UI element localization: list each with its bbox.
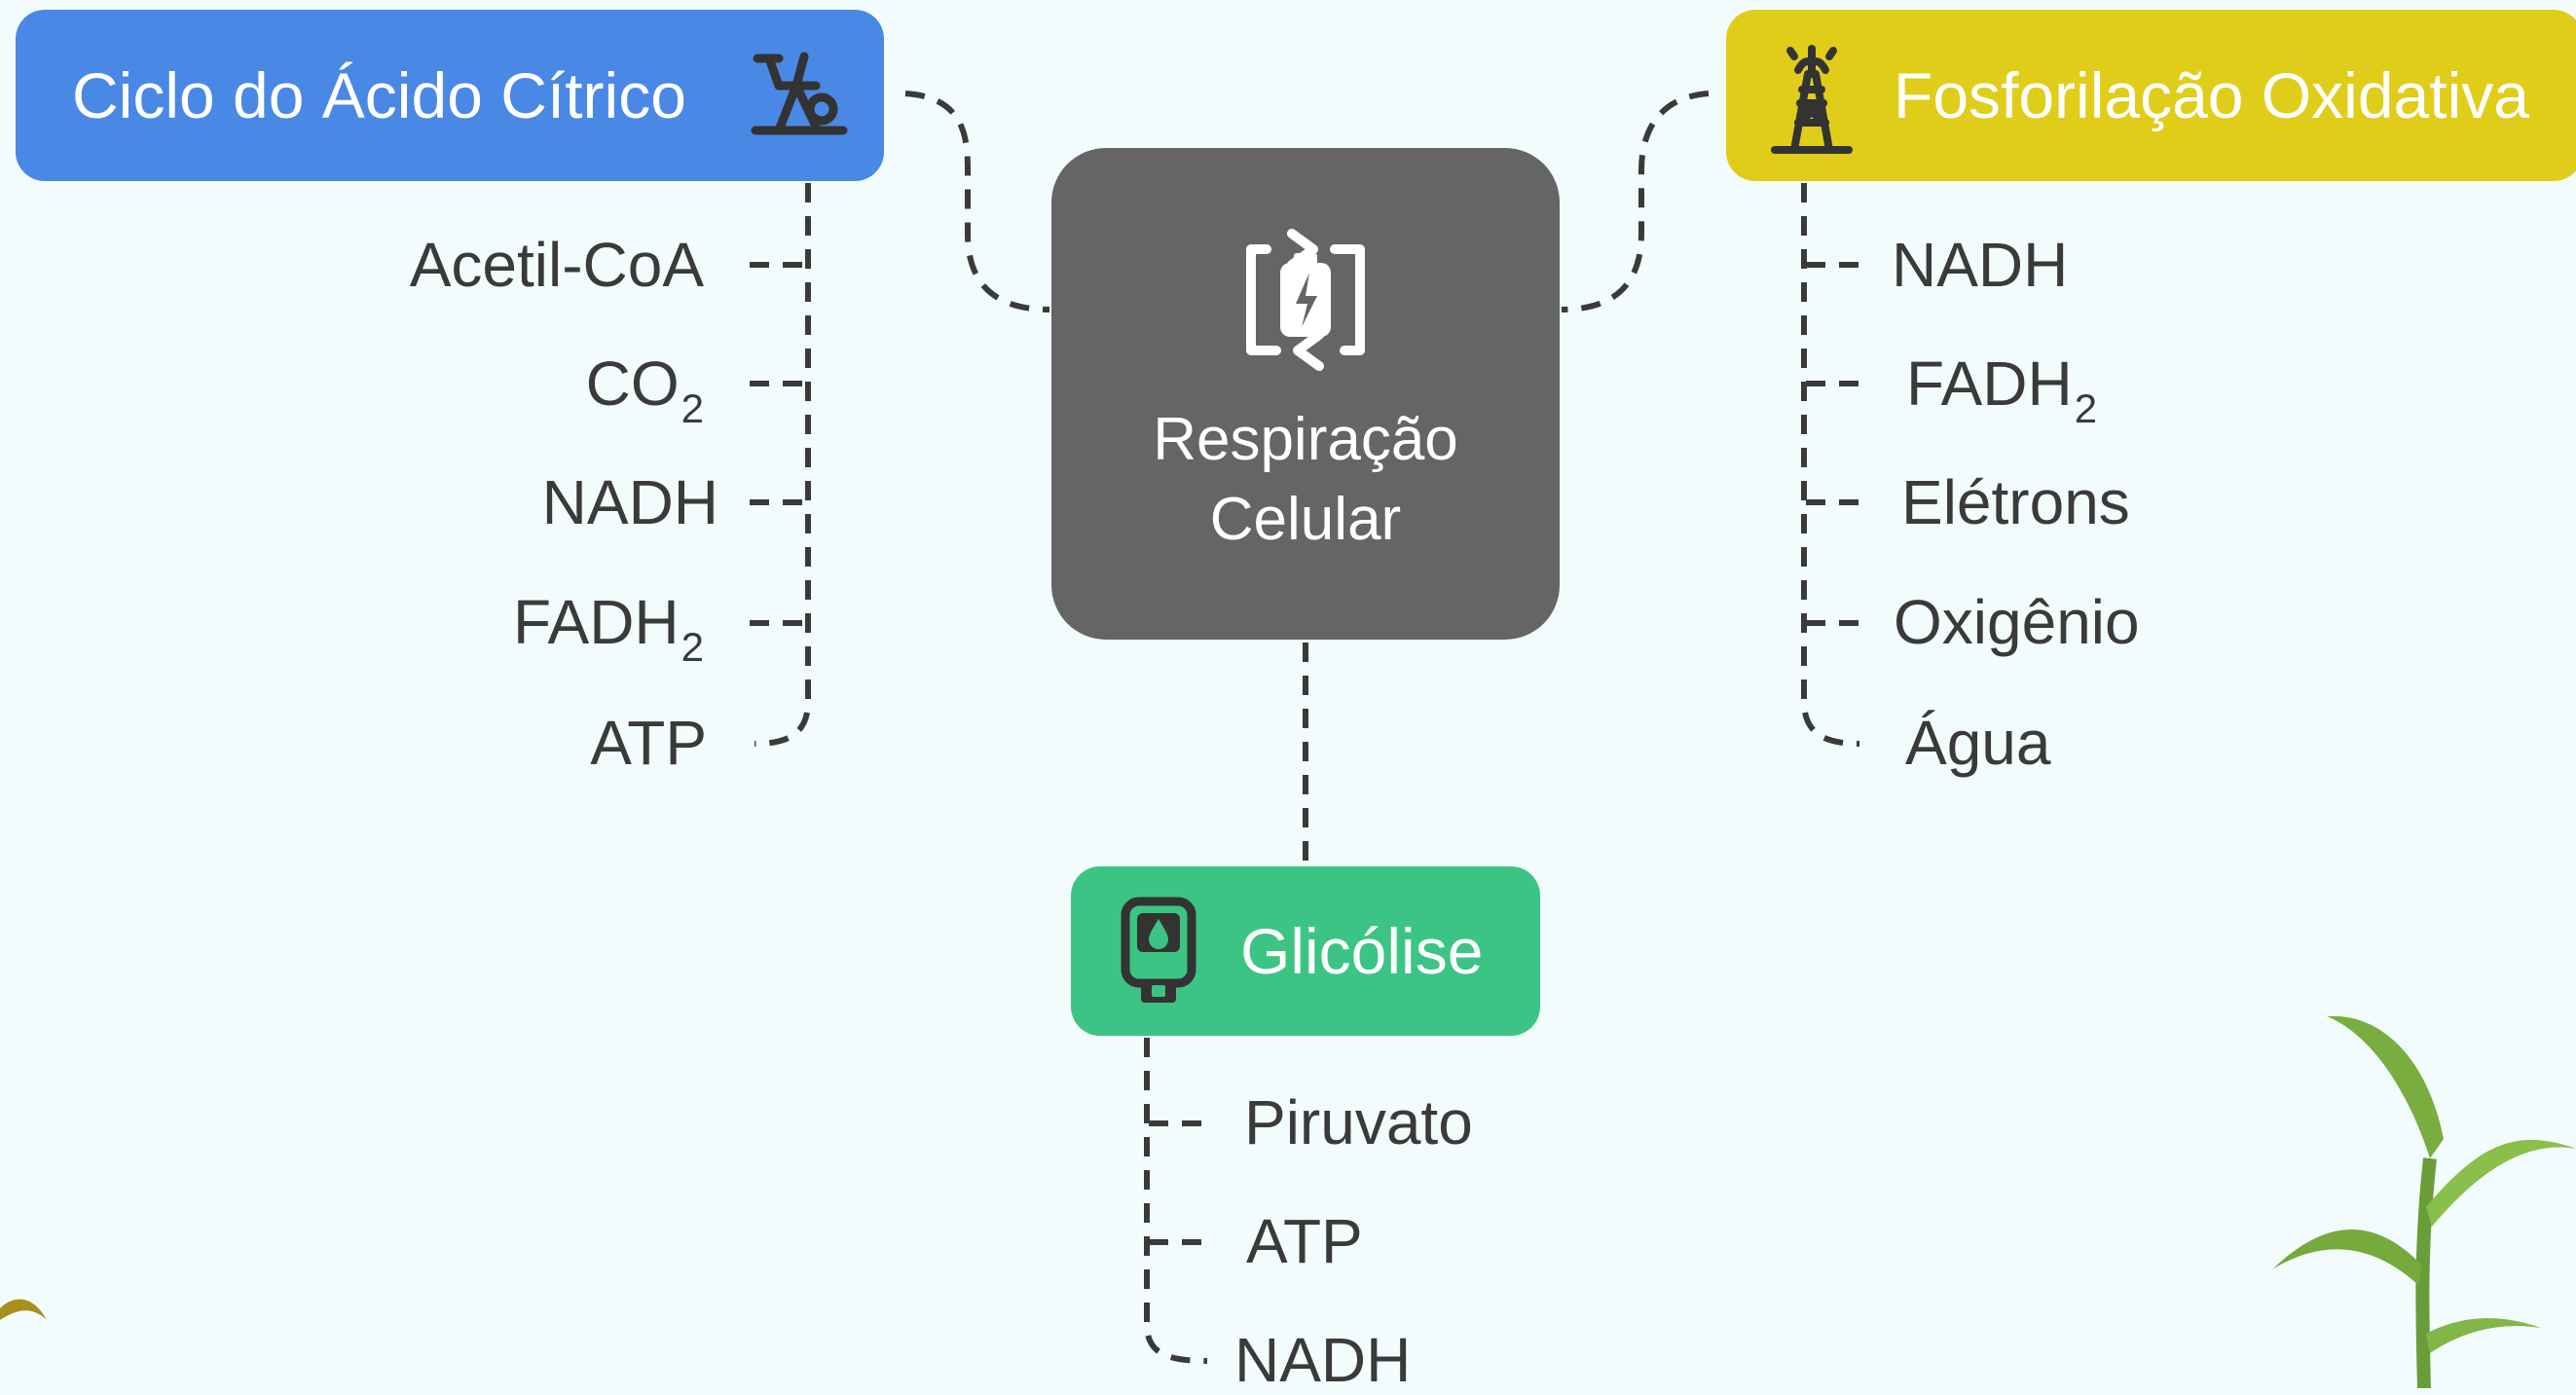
citric-item-nadh: NADH [541,467,718,537]
glyco-item-pyruvate: Piruvato [1244,1087,1473,1157]
citric-acid-cycle-box: Ciclo do Ácido Cítrico [16,10,884,181]
connector-glyco-list [1144,1038,1208,1364]
battery-cycle-icon [1237,220,1374,385]
citric-item-co2: CO2 [585,349,704,431]
connector-citric-center [904,91,1050,312]
connector-oxphos-center [1561,91,1710,312]
center-title-line1: Respiração [1153,406,1458,473]
oxidative-phosphorylation-title: Fosforilação Oxidativa [1894,59,2529,131]
oxphos-item-nadh: NADH [1892,230,2069,300]
oxphos-item-water: Água [1905,708,2051,778]
oxphos-item-oxygen: Oxigênio [1894,587,2140,657]
glycolysis-title: Glicólise [1240,915,1484,987]
center-title-line2: Celular [1209,486,1402,553]
citric-acid-cycle-title: Ciclo do Ácido Cítrico [72,59,686,131]
glyco-item-nadh: NADH [1234,1325,1412,1395]
glycolysis-box: Glicólise [1071,866,1540,1036]
glucose-meter-icon [1120,896,1197,1005]
center-title: Respiração Celular [1153,400,1458,560]
oxphos-item-fadh2: FADH2 [1906,349,2098,431]
plant-decoration-right [2272,1015,2576,1388]
citric-item-acetyl-coa: Acetil-CoA [409,230,704,300]
citric-item-fadh2: FADH2 [512,587,704,670]
exercise-bike-icon [750,47,851,140]
oil-rig-icon [1765,41,1858,154]
plant-decoration-left [0,1299,47,1320]
oxphos-item-electrons: Elétrons [1901,467,2130,537]
cellular-respiration-card: Respiração Celular [1051,148,1560,640]
oxidative-phosphorylation-box: Fosforilação Oxidativa [1726,10,2576,181]
citric-item-atp: ATP [590,708,707,778]
glyco-item-atp: ATP [1246,1206,1363,1276]
